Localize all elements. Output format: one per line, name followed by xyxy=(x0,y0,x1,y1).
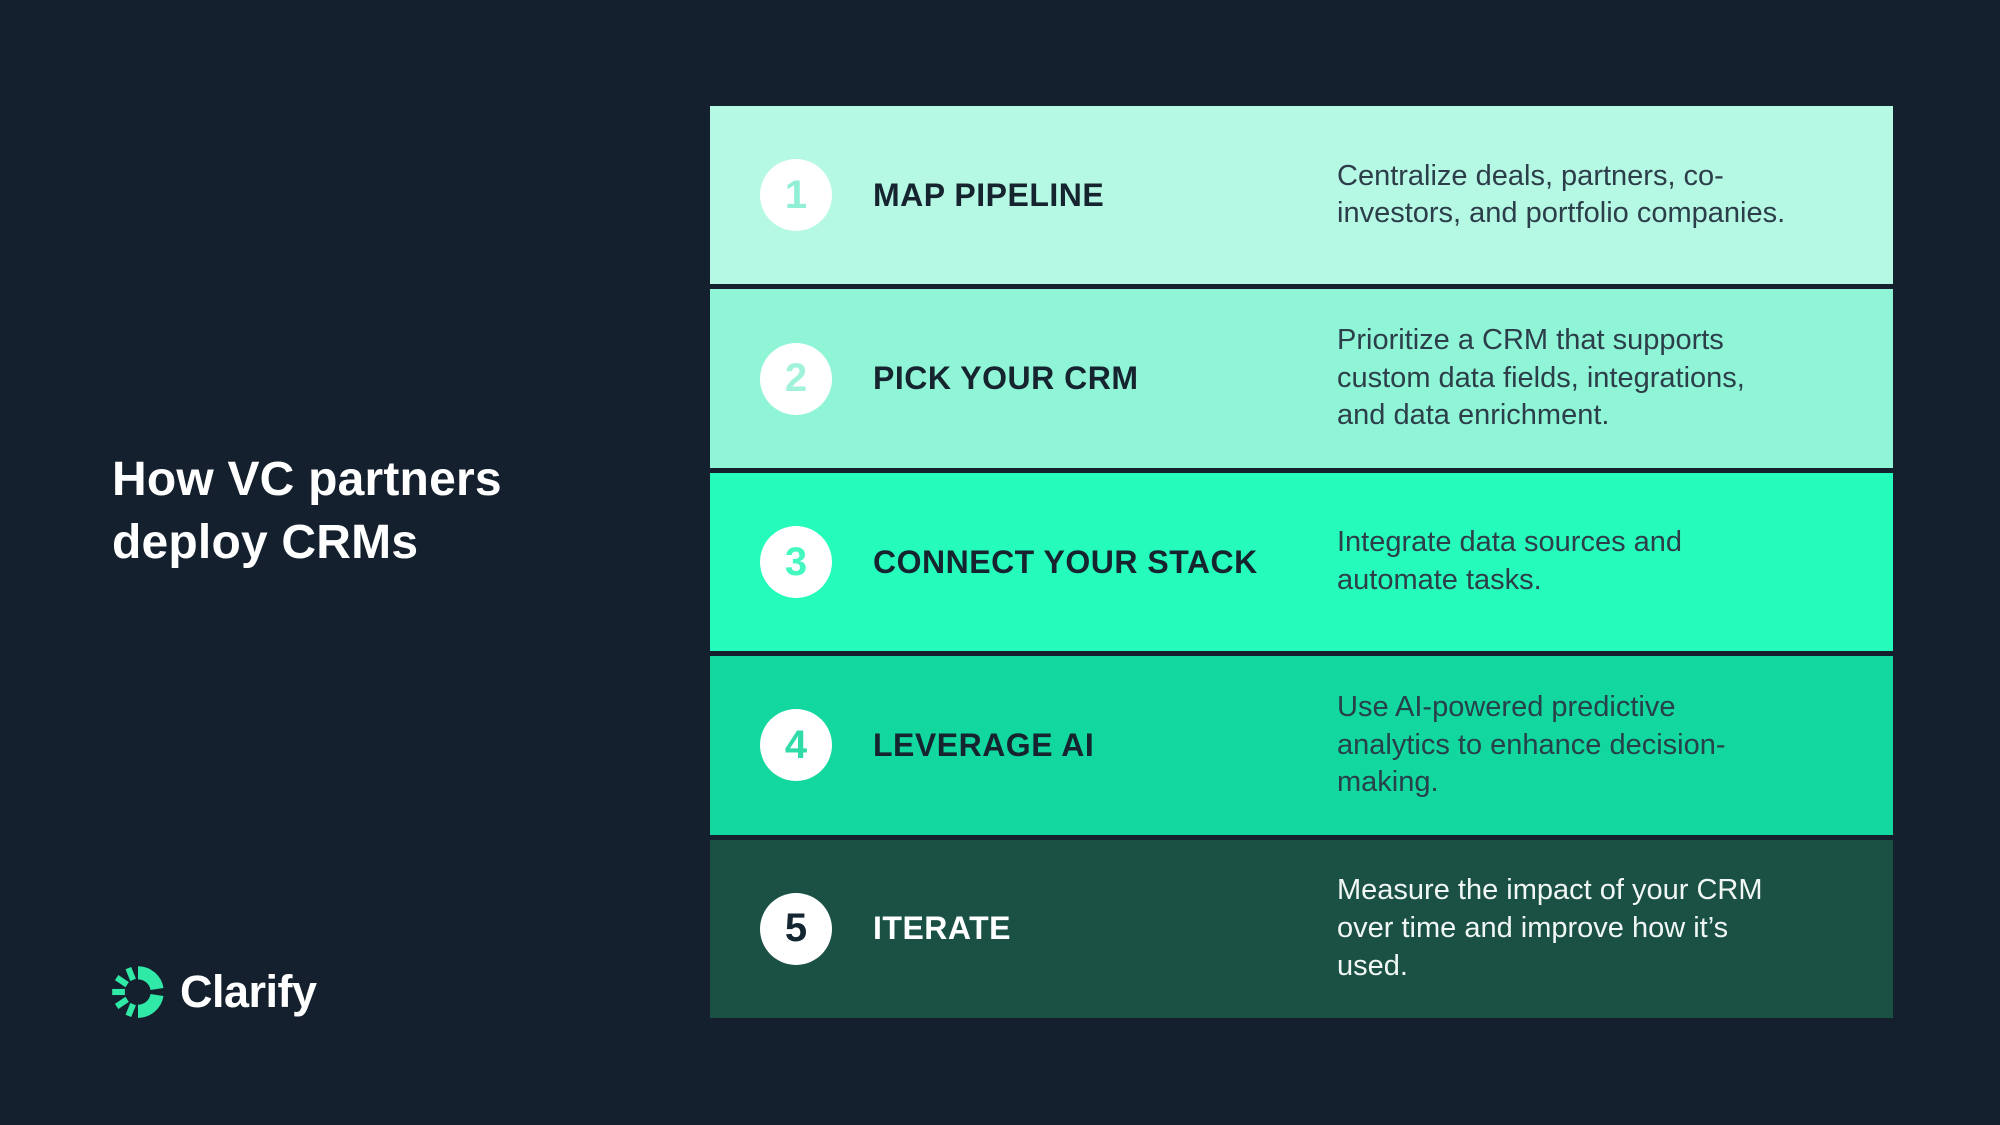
step-description: Measure the impact of your CRM over time… xyxy=(1337,874,1763,982)
step-row-5: 5 ITERATE Measure the impact of your CRM… xyxy=(710,839,1893,1019)
step-number-badge: 1 xyxy=(760,159,832,232)
page-title: How VC partners deploy CRMs xyxy=(112,453,502,570)
brand-wordmark: Clarify xyxy=(180,966,317,1017)
step-title: MAP PIPELINE xyxy=(873,176,1105,213)
step-title: CONNECT YOUR STACK xyxy=(873,543,1258,580)
step-number: 5 xyxy=(784,906,808,951)
step-row-4: 4 LEVERAGE AI Use AI-powered predictive … xyxy=(710,656,1893,835)
step-description: Prioritize a CRM that supports custom da… xyxy=(1337,324,1745,432)
step-number-badge: 4 xyxy=(760,709,832,782)
step-title: ITERATE xyxy=(873,910,1012,947)
step-description: Centralize deals, partners, co- investor… xyxy=(1337,159,1786,230)
step-number-badge: 3 xyxy=(760,526,832,599)
step-row-2: 2 PICK YOUR CRM Prioritize a CRM that su… xyxy=(710,289,1893,468)
brand-logo: Clarify xyxy=(110,964,317,1020)
step-number-badge: 2 xyxy=(760,342,832,415)
step-description: Use AI-powered predictive analytics to e… xyxy=(1337,690,1726,799)
step-number: 3 xyxy=(784,539,808,584)
step-number: 2 xyxy=(784,356,808,401)
step-row-3: 3 CONNECT YOUR STACK Integrate data sour… xyxy=(710,472,1893,652)
steps-list: 1 MAP PIPELINE Centralize deals, partner… xyxy=(710,106,1893,1019)
step-number: 4 xyxy=(784,722,808,767)
step-row-1: 1 MAP PIPELINE Centralize deals, partner… xyxy=(710,106,1893,285)
step-title: PICK YOUR CRM xyxy=(873,360,1139,397)
step-number: 1 xyxy=(784,172,808,217)
clarify-logo-icon xyxy=(110,964,166,1020)
step-title: LEVERAGE AI xyxy=(873,726,1095,763)
step-number-badge: 5 xyxy=(760,892,832,965)
step-description: Integrate data sources and automate task… xyxy=(1337,526,1683,597)
